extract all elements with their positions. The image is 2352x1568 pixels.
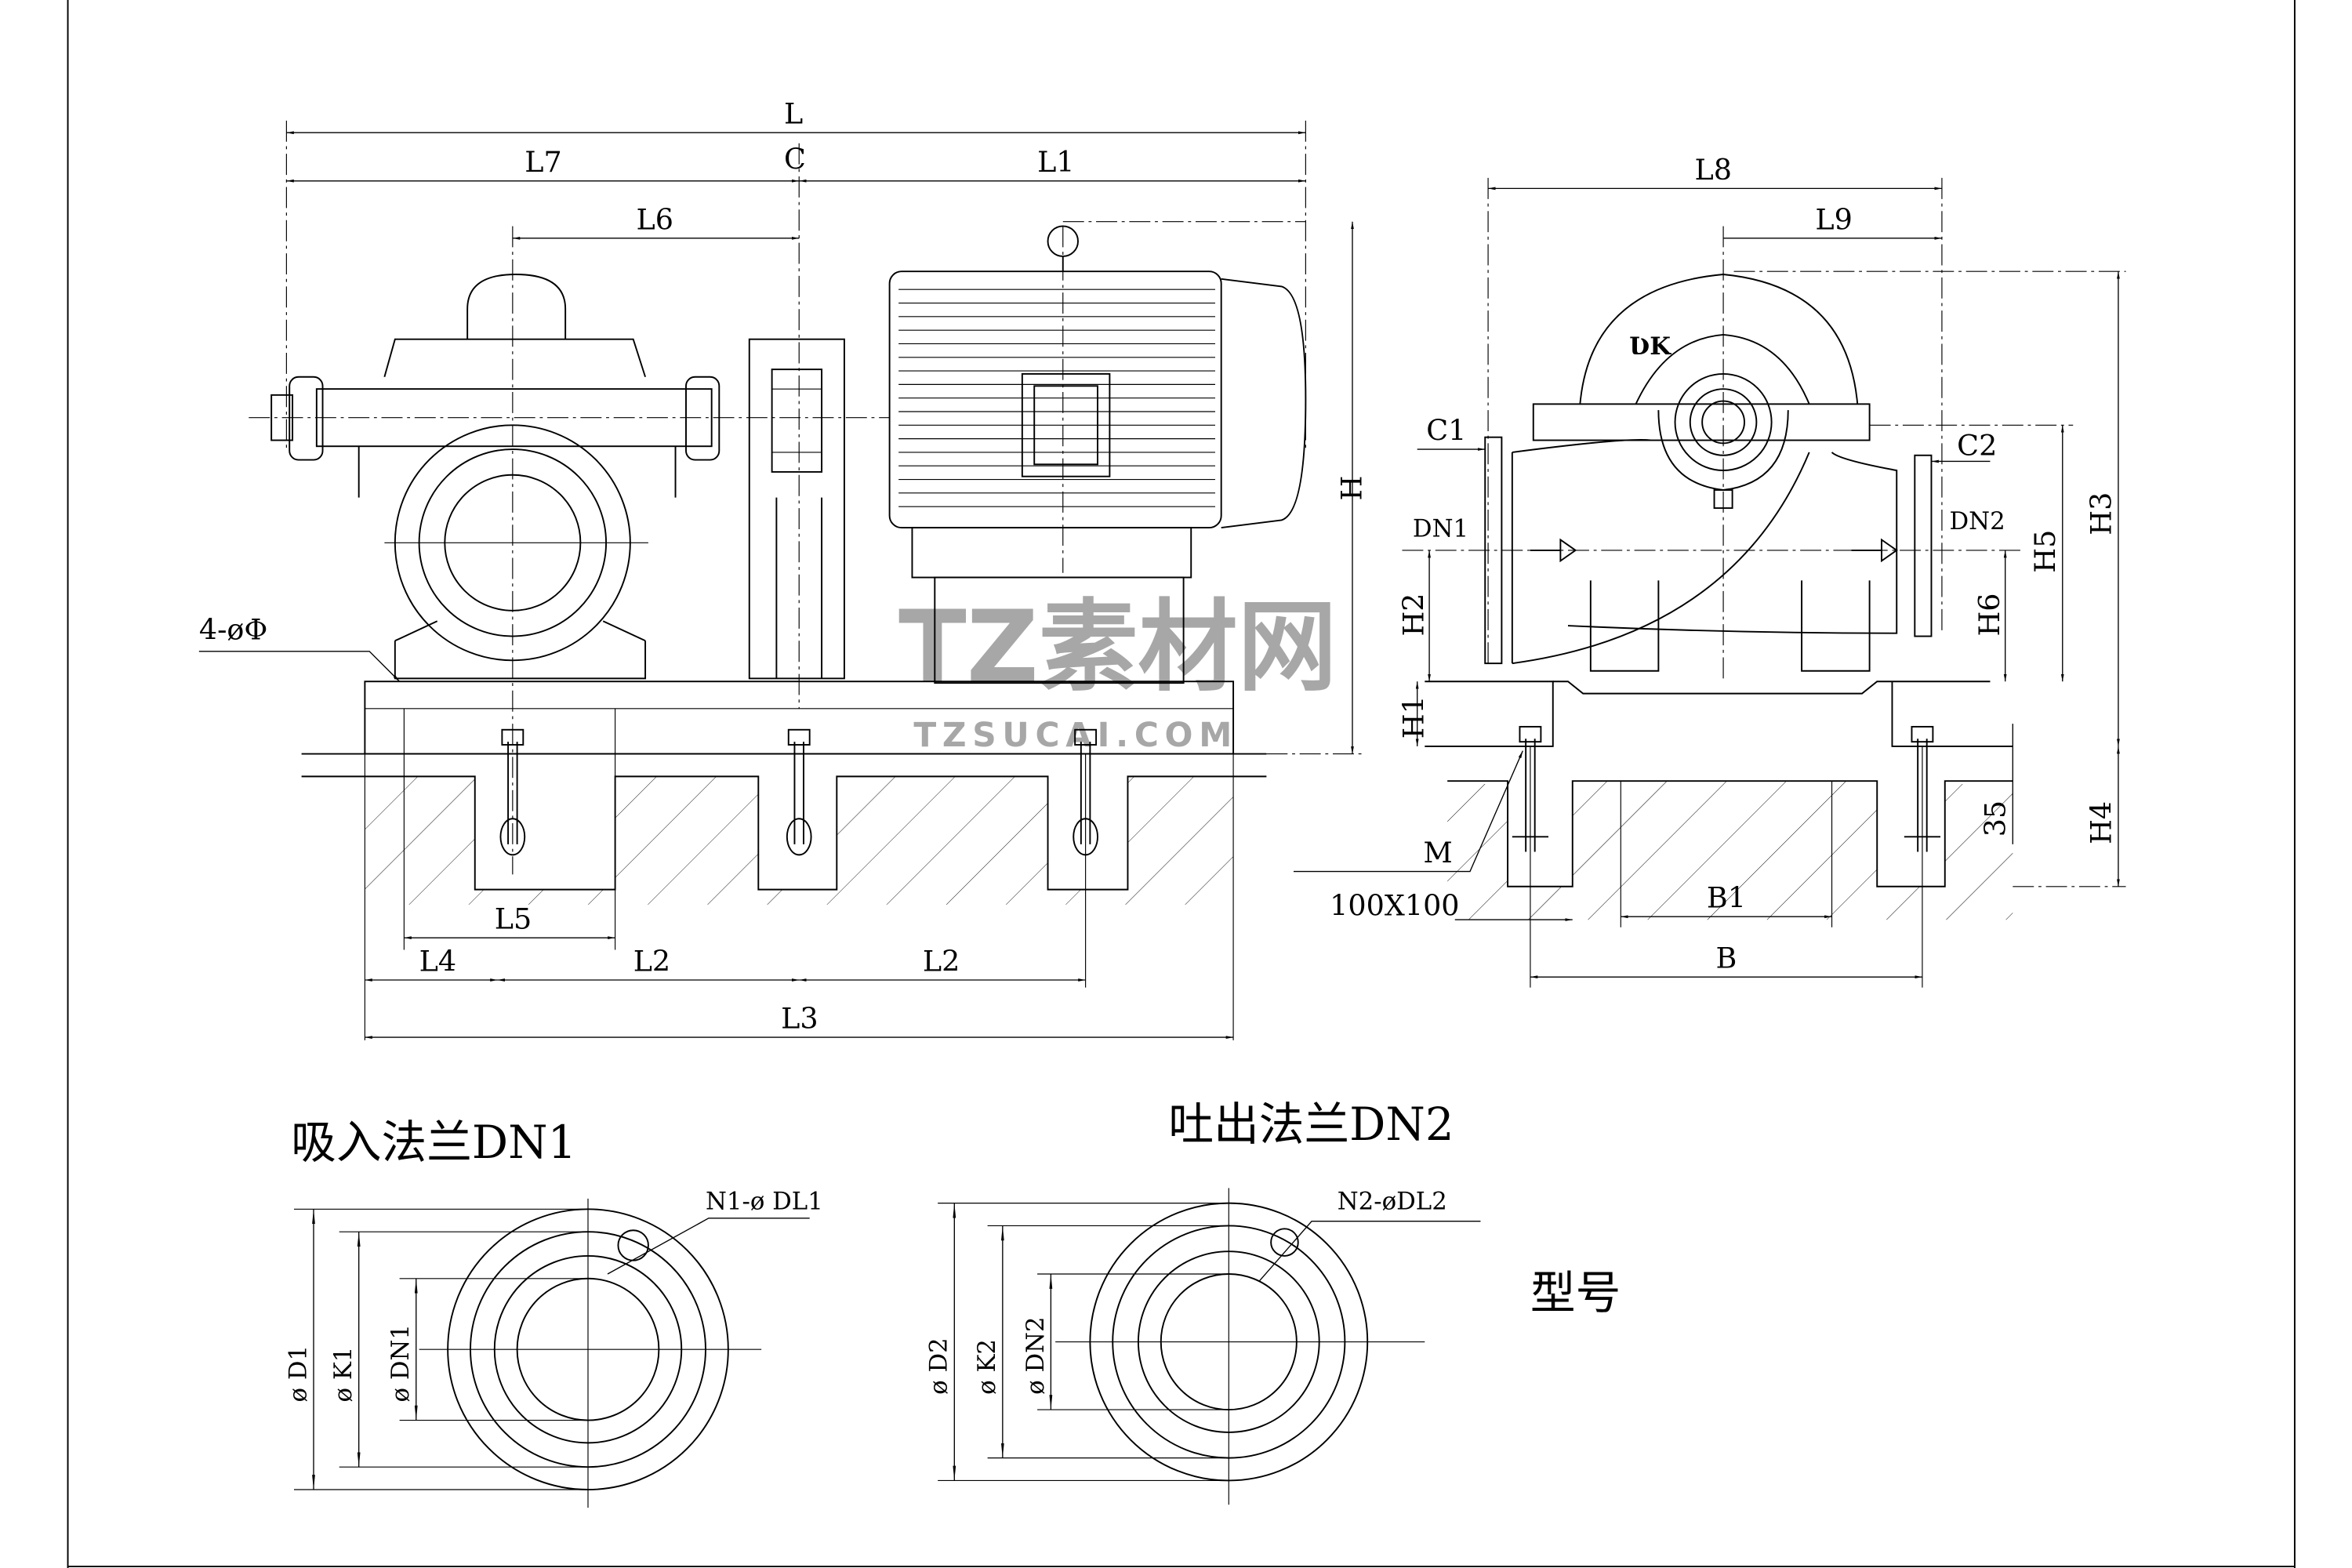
dim-L: L [784,97,803,131]
watermark: TZ素材网 TZSUCAI.COM [898,589,1337,754]
dim-D1: ø D1 [284,1345,312,1403]
suction-flange-title: 吸入法兰DN1 [291,1116,576,1169]
bolt-nut [1519,725,1542,743]
discharge-flange-detail: 吐出法兰DN2 ø D2 ø K2 ø DN2 N2-øDL2 [925,1098,1481,1505]
dim-DN1: DN1 [1413,515,1468,543]
dim-H: H [1335,476,1369,501]
dim-L8: L8 [1695,153,1732,187]
dim-L7: L7 [524,145,561,179]
drawing-frame [67,0,2296,1568]
dim-L5: L5 [495,902,532,936]
dim-K1: ø K1 [329,1347,358,1403]
dim-H4: H4 [2084,801,2118,844]
dim-L4: L4 [419,944,456,978]
dim-L2-right: L2 [923,944,960,978]
bolt-nut [501,728,524,746]
dim-C2: C2 [1957,429,1997,463]
dim-pocket-100x100: 100X100 [1330,888,1459,922]
dim-L1: L1 [1037,145,1074,179]
front-view: L L7 C L1 L6 L5 L4 L2 L2 L3 H 4-øΦ [198,97,1369,1040]
dim-L2-left: L2 [633,944,670,978]
dim-35: 35 [1979,800,2013,837]
dim-B1: B1 [1707,881,1746,915]
dim-L3: L3 [781,1002,818,1036]
dim-H2: H2 [1396,593,1430,636]
dim-DN2: DN2 [1950,507,2005,535]
bolt-nut [1074,728,1098,746]
dim-K2: ø K2 [973,1339,1001,1395]
dim-DN2-flange: ø DN2 [1022,1316,1050,1394]
dim-L6: L6 [637,202,673,236]
coupling-guard [748,338,845,680]
suction-bolt-holes-note: N1-ø DL1 [706,1187,823,1215]
anchor-hook [786,818,812,856]
dim-DN1-flange: ø DN1 [387,1324,415,1402]
dim-D2: ø D2 [925,1338,953,1395]
side-pump-body: ƲK [1484,274,1933,672]
discharge-bolt-holes-note: N2-øDL2 [1338,1187,1447,1215]
discharge-flange-title: 吐出法兰DN2 [1168,1098,1454,1151]
side-foundation [1425,681,2013,920]
dim-H5: H5 [2028,530,2062,573]
model-label: 型号 [1530,1266,1621,1319]
dim-L9: L9 [1815,202,1852,236]
bolt-nut [787,728,811,746]
dim-H1: H1 [1396,695,1430,739]
baseplate-foundation [301,681,1267,1040]
hole-note-4-phi: 4-øΦ [199,612,268,646]
pump-body [249,226,890,875]
dim-B: B [1715,942,1737,975]
dim-H3: H3 [2084,492,2118,535]
dim-C1: C1 [1426,414,1466,448]
anchor-hook [499,818,526,856]
brand-logo: ƲK [1628,332,1671,361]
dim-H6: H6 [1973,593,2006,636]
side-view: L8 L9 ƲK H3 H5 H6 H4 35 H1 H2 C1 C2 DN1 … [1294,153,2126,988]
dim-C: C [784,142,806,176]
suction-flange-detail: 吸入法兰DN1 ø D1 ø K1 ø DN1 N1-ø DL1 [284,1116,823,1508]
dim-M: M [1423,836,1452,869]
motor [888,221,1307,684]
bolt-nut [1911,725,1934,743]
svg-text:TZSUCAI.COM: TZSUCAI.COM [913,716,1238,754]
svg-text:TZ素材网: TZ素材网 [898,589,1337,705]
